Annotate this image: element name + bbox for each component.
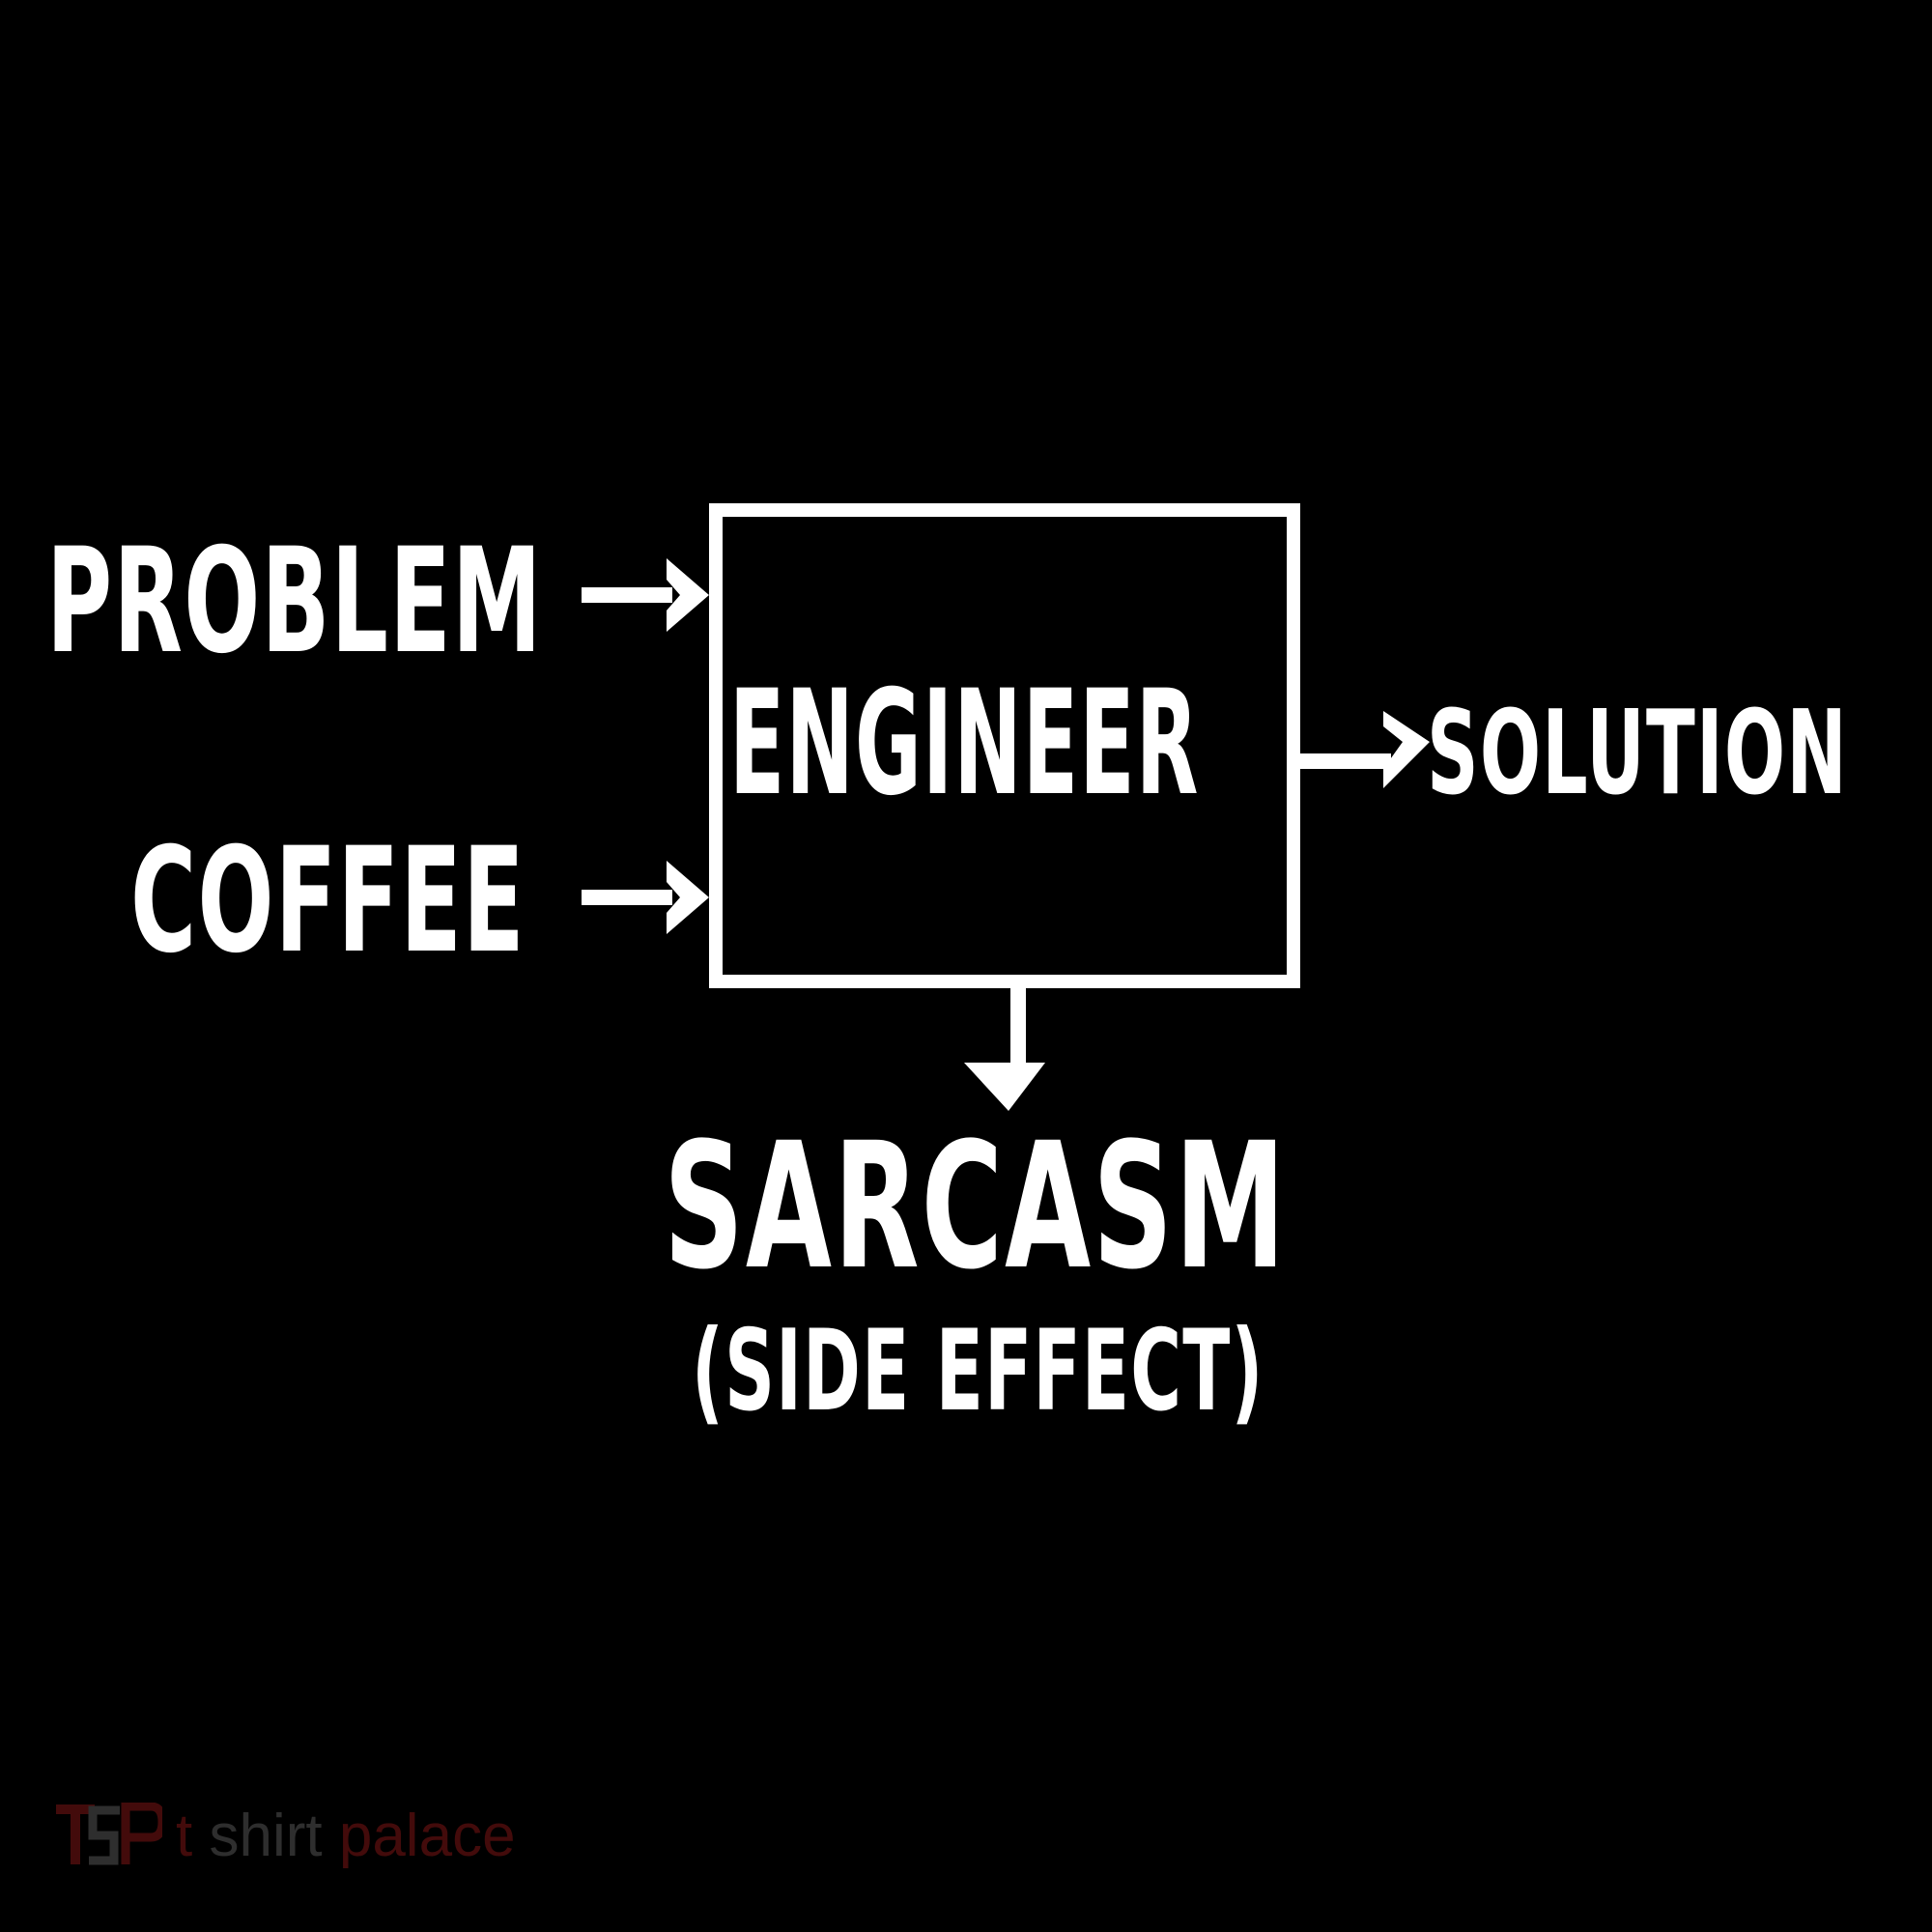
watermark: t shirt palace [56, 1803, 516, 1870]
sarcasm-arrow [964, 987, 1045, 1111]
side-effect-note: (SIDE EFFECT) [692, 1306, 1264, 1436]
process-engineer-label: ENGINEER [729, 660, 1200, 828]
side-output-sarcasm-label: SARCASM [664, 1106, 1288, 1308]
input-problem-label: PROBLEM [46, 518, 543, 686]
output-solution-label: SOLUTION [1427, 687, 1848, 821]
engineer-box [709, 503, 1300, 988]
watermark-word-palace: palace [338, 1803, 516, 1869]
input-coffee-label: COFFEE [130, 817, 526, 985]
watermark-word-shirt: shirt [209, 1803, 323, 1869]
watermark-word-t: t [176, 1803, 193, 1869]
coffee-arrow [582, 861, 709, 934]
watermark-text: t shirt palace [176, 1806, 516, 1866]
tsp-logo-icon [56, 1803, 162, 1865]
solution-arrow [1300, 711, 1430, 788]
problem-arrow [582, 558, 709, 632]
